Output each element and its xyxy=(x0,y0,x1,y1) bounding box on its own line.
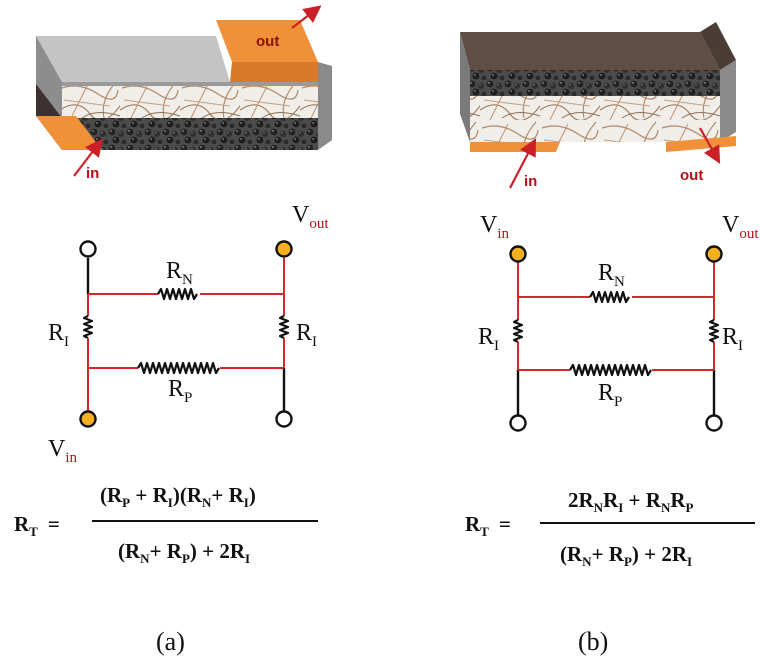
formula-a-num-part-1: P xyxy=(122,495,130,510)
terminal-open-a xyxy=(79,240,97,258)
label-vin-b: Vin xyxy=(480,212,510,242)
formula-b-num-part-3: I xyxy=(618,500,623,515)
top-layer-face-b xyxy=(460,32,720,70)
circuit-b: Vin Vout RN RI RI RP xyxy=(478,212,759,432)
particle-layer-a xyxy=(62,118,318,150)
arrow-out-a xyxy=(291,5,322,29)
formula-a-num-part-0: (R xyxy=(100,483,123,507)
label-rp-b: RP xyxy=(598,380,622,410)
arrow-out-b xyxy=(699,127,721,164)
bottom-electrode-out-b xyxy=(666,136,736,152)
formula-b-denominator: (RN+ RP) + 2RI xyxy=(560,542,692,569)
formula-a-num-part-6: + R xyxy=(211,483,244,507)
formula-b-num-part-4: + R xyxy=(623,488,661,512)
formula-b-den-part-1: N xyxy=(582,554,592,569)
formula-a-num-part-7: I xyxy=(244,495,249,510)
formula-b-den-part-4: ) + 2R xyxy=(632,542,688,566)
formula-b-numerator: 2RNRI + RNRP xyxy=(568,488,694,515)
formula-b-den-part-0: (R xyxy=(560,542,583,566)
formula-a-den-part-3: P xyxy=(182,551,190,566)
formula-a-num-part-8: ) xyxy=(249,483,256,507)
label-vout-a: Vout xyxy=(292,202,329,232)
formula-a-den-part-4: ) + 2R xyxy=(190,539,246,563)
label-rn-a: RN xyxy=(166,258,193,288)
circuit-a: Vout RN RI RI RP Vin xyxy=(48,202,329,466)
formula-a-num-part-2: + R xyxy=(130,483,168,507)
formula-a-lhs: RT= xyxy=(14,512,60,539)
terminal-vin-a xyxy=(79,410,97,428)
formula-b: RT= 2RNRI + RNRP (RN+ RP) + 2RI xyxy=(465,488,755,569)
label-ri-left-a: RI xyxy=(48,320,69,350)
particle-layer-b xyxy=(470,70,720,96)
out-label-b: out xyxy=(680,167,703,184)
formula-b-den-part-3: P xyxy=(624,554,632,569)
formula-b-num-part-2: R xyxy=(603,488,619,512)
label-ri-right-b: RI xyxy=(722,324,743,354)
formula-a-den-part-2: + R xyxy=(150,539,183,563)
terminal-open-a2 xyxy=(275,410,293,428)
arrow-in-a xyxy=(73,138,103,177)
nanofiber-layer-a xyxy=(62,86,318,118)
top-layer-face xyxy=(36,36,230,82)
resistor-rn-b xyxy=(589,290,630,304)
formula-a-num-part-3: I xyxy=(168,495,173,510)
formula-a-num-part-4: )(R xyxy=(173,483,203,507)
resistor-rp-a xyxy=(137,361,220,375)
terminal-open-b2 xyxy=(705,414,723,432)
label-ri-right-a: RI xyxy=(296,320,317,350)
terminal-vin-b xyxy=(509,245,527,263)
formula-a: RT= (RP + RI)(RN+ RI) (RN+ RP) + 2RI xyxy=(14,483,318,566)
formula-a-den-part-5: I xyxy=(245,551,250,566)
terminal-vout-a xyxy=(275,240,293,258)
formula-a-numerator: (RP + RI)(RN+ RI) xyxy=(100,483,256,510)
formula-b-den-part-2: + R xyxy=(592,542,625,566)
resistor-rp-b xyxy=(569,363,652,377)
resistor-ri-left-b xyxy=(512,319,524,343)
terminal-open-b1 xyxy=(509,414,527,432)
caption-b: (b) xyxy=(578,627,608,656)
formula-a-den-part-0: (R xyxy=(118,539,141,563)
resistor-ri-right-b xyxy=(708,319,720,343)
out-label-a: out xyxy=(256,33,279,50)
formula-b-den-part-5: I xyxy=(687,554,692,569)
resistor-ri-right-a xyxy=(278,315,290,339)
top-electrode-out xyxy=(216,20,318,62)
formula-a-denominator: (RN+ RP) + 2RI xyxy=(118,539,250,566)
label-vout-b: Vout xyxy=(722,212,759,242)
label-rp-a: RP xyxy=(168,376,192,406)
device-a: out in xyxy=(36,5,332,182)
formula-a-den-part-1: N xyxy=(140,551,150,566)
device-b: in out xyxy=(460,22,736,190)
formula-b-num-part-0: 2R xyxy=(568,488,595,512)
in-label-b: in xyxy=(524,173,537,190)
label-rn-b: RN xyxy=(598,260,625,290)
formula-b-num-part-1: N xyxy=(594,500,604,515)
label-vin-a: Vin xyxy=(48,436,78,466)
formula-b-num-part-6: R xyxy=(670,488,686,512)
formula-b-lhs: RT= xyxy=(465,512,511,539)
formula-b-num-part-7: P xyxy=(686,500,694,515)
caption-a: (a) xyxy=(156,627,185,656)
terminal-vout-b xyxy=(705,245,723,263)
formula-a-num-part-5: N xyxy=(202,495,212,510)
bottom-electrode-in-b xyxy=(470,142,560,152)
in-label-a: in xyxy=(86,165,99,182)
label-ri-left-b: RI xyxy=(478,324,499,354)
nanofiber-layer-b xyxy=(470,96,720,142)
formula-b-num-part-5: N xyxy=(661,500,671,515)
resistor-rn-a xyxy=(157,287,198,301)
arrow-in-b xyxy=(509,138,537,189)
resistor-ri-left-a xyxy=(82,315,94,339)
